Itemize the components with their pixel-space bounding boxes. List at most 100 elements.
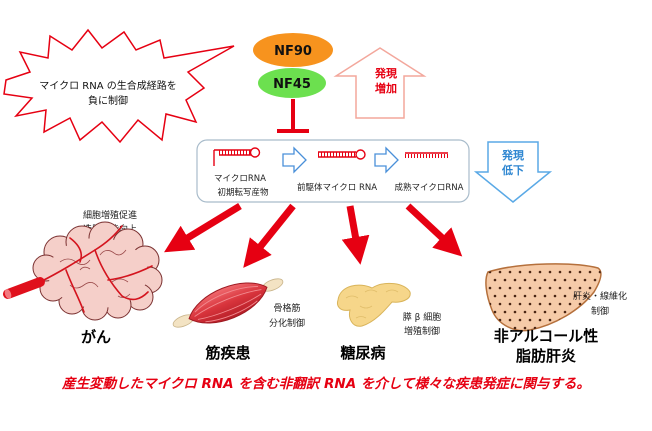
liver-dot (583, 278, 587, 282)
nash-effect-line2: 制御 (591, 305, 609, 317)
liver-dot (523, 294, 527, 298)
liver-dot (563, 294, 567, 298)
liver-dot (578, 270, 582, 274)
decrease-indicator: 発現 低下 (473, 141, 553, 203)
liver-dot (558, 270, 562, 274)
liver-dot (573, 278, 577, 282)
nf45-ellipse (258, 68, 326, 98)
liver-dot (553, 294, 557, 298)
liver-dot (543, 310, 547, 314)
right-arrow-icon (374, 146, 399, 174)
liver-dot (508, 270, 512, 274)
liver-dot (568, 286, 572, 290)
nf90-badge: NF90 (253, 33, 333, 67)
liver-dot (588, 286, 592, 290)
liver-dot (573, 294, 577, 298)
liver-dot (528, 318, 532, 322)
liver-dot (583, 294, 587, 298)
cancer-section: 細胞増殖促進 造腫瘍能向上 (3, 209, 163, 346)
liver-dot (513, 294, 517, 298)
liver-dot (528, 302, 532, 306)
liver-dot (533, 310, 537, 314)
liver-dot (528, 270, 532, 274)
liver-dot (538, 286, 542, 290)
burst-callout: マイクロ RNA の生合成経路を 負に制御 (3, 28, 235, 144)
liver-dot (488, 286, 492, 290)
pri-mirna-icon (213, 147, 261, 166)
liver-dot (538, 302, 542, 306)
liver-dot (538, 270, 542, 274)
nf90-label: NF90 (274, 44, 312, 59)
liver-dot (543, 278, 547, 282)
liver-dot (508, 286, 512, 290)
liver-dot (548, 286, 552, 290)
burst-text-line1: マイクロ RNA の生合成経路を (39, 79, 176, 92)
decrease-label-line2: 低下 (501, 163, 524, 177)
liver-dot (558, 302, 562, 306)
biogenesis-pathway-box: マイクロRNA 初期転写産物 前駆体マイクロ RNA 成熟マイクロRNA (196, 139, 470, 203)
liver-dot (493, 278, 497, 282)
liver-illustration (485, 263, 602, 332)
liver-dot (588, 302, 592, 306)
muscle-disease-label: 筋疾患 (204, 344, 250, 362)
muscle-effect-line2: 分化制御 (269, 317, 305, 329)
liver-dot (553, 278, 557, 282)
outcome-arrows (164, 203, 463, 268)
nf45-badge: NF45 (258, 68, 326, 98)
liver-dot (518, 302, 522, 306)
liver-dot (568, 302, 572, 306)
nf90-ellipse (253, 33, 333, 67)
liver-dot (513, 310, 517, 314)
liver-dot (498, 270, 502, 274)
liver-dot (543, 294, 547, 298)
liver-dot (528, 286, 532, 290)
cancer-effect-line1: 細胞増殖促進 (83, 209, 137, 221)
nash-label-line1: 非アルコール性 (494, 327, 599, 345)
liver-dot (533, 294, 537, 298)
mature-mirna-icon (405, 152, 448, 158)
pre-mirna-label: 前駆体マイクロ RNA (297, 182, 377, 193)
liver-dot (533, 278, 537, 282)
liver-dot (588, 270, 592, 274)
liver-dot (508, 318, 512, 322)
liver-dot (513, 278, 517, 282)
liver-dot (503, 294, 507, 298)
arrow-to-cancer (164, 203, 242, 253)
tumor-illustration (3, 221, 163, 321)
liver-dot (488, 318, 492, 322)
liver-dot (598, 318, 601, 322)
arrow-to-muscle-disease (243, 203, 296, 268)
liver-dot (503, 310, 507, 314)
liver-dot (498, 318, 502, 322)
burst-shape (3, 28, 235, 144)
liver-dot (498, 286, 502, 290)
liver-dot (523, 278, 527, 282)
liver-dot (548, 302, 552, 306)
inhibition-symbol (277, 99, 309, 133)
pri-mirna-label-line1: マイクロRNA (214, 174, 266, 184)
pancreas-illustration (337, 282, 411, 327)
liver-dot (548, 318, 552, 322)
burst-text-line2: 負に制御 (88, 94, 128, 107)
liver-dot (563, 278, 567, 282)
increase-label-line1: 発現 (374, 66, 397, 80)
liver-dot (493, 294, 497, 298)
nash-section: 肝炎・線維化 制御 非アルコール性 脂肪肝炎 (485, 263, 627, 365)
liver-dot (523, 326, 527, 330)
pre-mirna-icon (318, 149, 366, 160)
liver-dot (518, 286, 522, 290)
nf45-label: NF45 (273, 77, 311, 92)
liver-dot (578, 286, 582, 290)
cancer-label: がん (81, 328, 111, 346)
liver-dot (598, 286, 601, 290)
liver-dot (523, 310, 527, 314)
liver-dot (513, 326, 517, 330)
liver-dot (508, 302, 512, 306)
muscle-effect-line1: 骨格筋 (273, 302, 300, 314)
liver-dot (518, 270, 522, 274)
liver-dot (533, 326, 537, 330)
pri-mirna-label-line2: 初期転写産物 (217, 187, 269, 198)
liver-dot (578, 318, 582, 322)
nash-effect-line1: 肝炎・線維化 (573, 290, 627, 302)
